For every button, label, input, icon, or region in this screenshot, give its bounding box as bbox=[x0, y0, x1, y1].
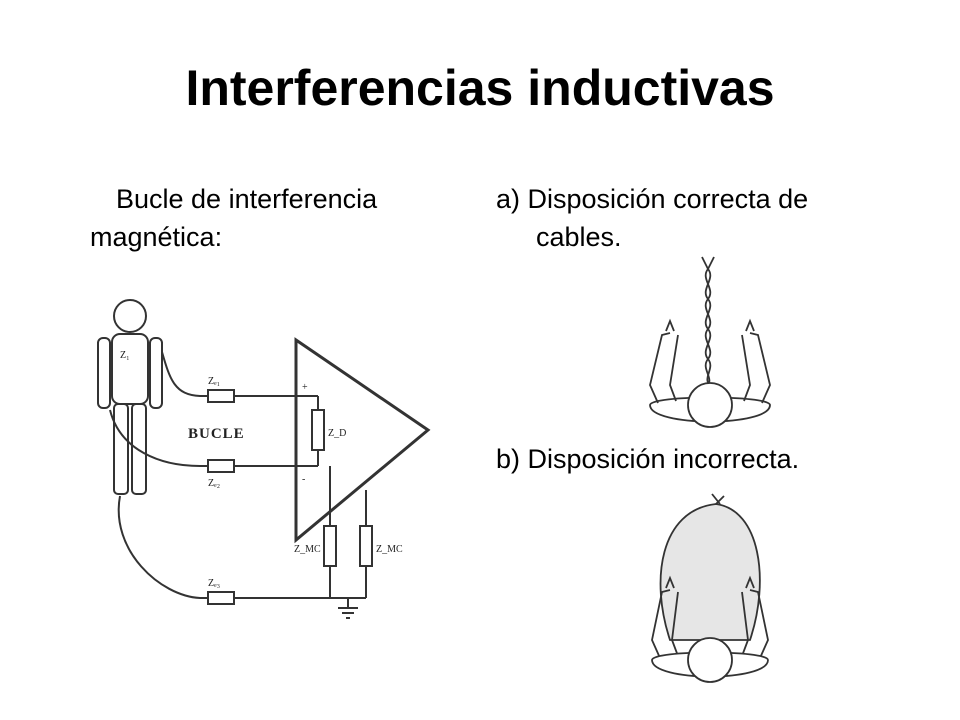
correct-arrangement-line2: cables. bbox=[536, 222, 622, 252]
ze1-label: Zₑ₁ bbox=[208, 376, 220, 387]
person-head-icon bbox=[113, 299, 147, 333]
incorrect-arrangement-caption: b) Disposición incorrecta. bbox=[496, 444, 800, 474]
wire-2 bbox=[109, 409, 208, 467]
impedance-zd bbox=[311, 409, 325, 451]
correct-arrangement-figure bbox=[649, 256, 771, 428]
twisted-cable-2 bbox=[704, 268, 713, 388]
head-icon bbox=[687, 382, 733, 428]
left-caption: Bucle de interferencia magnética: bbox=[90, 180, 460, 256]
incorrect-arrangement-figure bbox=[651, 493, 769, 683]
zmc1-label: Z_MC bbox=[294, 544, 321, 555]
impedance-zmc2 bbox=[359, 525, 373, 567]
minus-label: - bbox=[302, 474, 305, 485]
impedance-zmc1 bbox=[323, 525, 337, 567]
right-arm-outline bbox=[749, 589, 769, 659]
correct-arrangement-line1: a) Disposición correcta de bbox=[496, 184, 809, 214]
plus-label: + bbox=[302, 382, 308, 393]
interference-loop-diagram: BUCLE Z₁ Zₑ₁ Zₑ₂ Zₑ₃ Z_D Z_MC Z_MC + - bbox=[97, 299, 431, 619]
head-icon bbox=[687, 637, 733, 683]
bucle-label: BUCLE bbox=[188, 426, 245, 442]
ze2-label: Zₑ₂ bbox=[208, 478, 220, 489]
person-left-leg bbox=[113, 403, 129, 495]
zd-label: Z_D bbox=[328, 428, 346, 439]
impedance-ze2 bbox=[207, 459, 235, 473]
shoulders bbox=[649, 396, 771, 423]
wire-1 bbox=[161, 351, 208, 397]
zmc2-label: Z_MC bbox=[376, 544, 403, 555]
cable-end bbox=[701, 256, 715, 272]
person-right-leg bbox=[131, 403, 147, 495]
z-person-label: Z₁ bbox=[120, 350, 130, 361]
impedance-ze1 bbox=[207, 389, 235, 403]
wire-3 bbox=[117, 495, 208, 599]
ze3-label: Zₑ₃ bbox=[208, 578, 220, 589]
correct-arrangement-caption: a) Disposición correcta de cables. bbox=[496, 180, 936, 256]
person-torso bbox=[111, 333, 149, 405]
person-right-arm bbox=[149, 337, 163, 409]
slide-title: Interferencias inductivas bbox=[185, 60, 775, 116]
left-arm-outline bbox=[649, 332, 671, 404]
left-caption-line1: Bucle de interferencia bbox=[116, 184, 378, 214]
person-left-arm bbox=[97, 337, 111, 409]
cable-end bbox=[711, 493, 725, 505]
right-arm-outline bbox=[749, 332, 771, 404]
left-arm-outline bbox=[651, 589, 671, 659]
impedance-ze3 bbox=[207, 591, 235, 605]
left-caption-line2: magnética: bbox=[90, 222, 223, 252]
amplifier-triangle bbox=[294, 337, 431, 544]
